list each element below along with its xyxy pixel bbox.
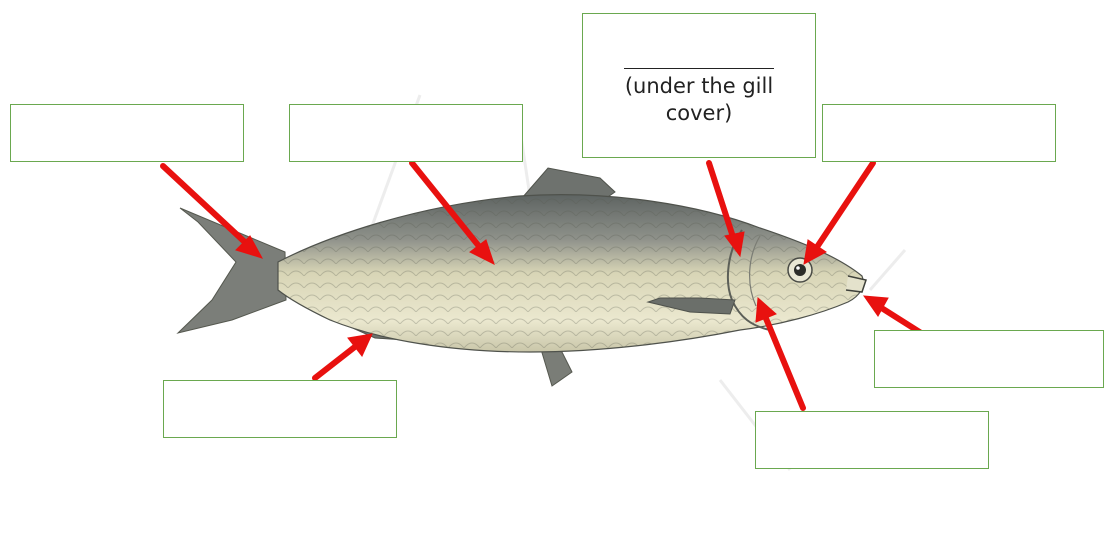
label-box-eye[interactable] xyxy=(822,104,1056,162)
hint-under-gill-cover: (under the gill cover) xyxy=(594,73,804,127)
arrow-pelvic-fin xyxy=(315,334,372,378)
label-box-tail-fin[interactable] xyxy=(10,104,244,162)
label-box-gill-cover[interactable] xyxy=(755,411,989,469)
label-box-gills[interactable]: (under the gill cover) xyxy=(582,13,816,158)
arrow-tail-fin xyxy=(163,166,262,258)
answer-blank-line xyxy=(624,44,774,69)
label-box-scales[interactable] xyxy=(289,104,523,162)
label-box-pelvic-fin[interactable] xyxy=(163,380,397,438)
arrow-eye xyxy=(804,163,873,264)
label-box-mouth[interactable] xyxy=(874,330,1104,388)
